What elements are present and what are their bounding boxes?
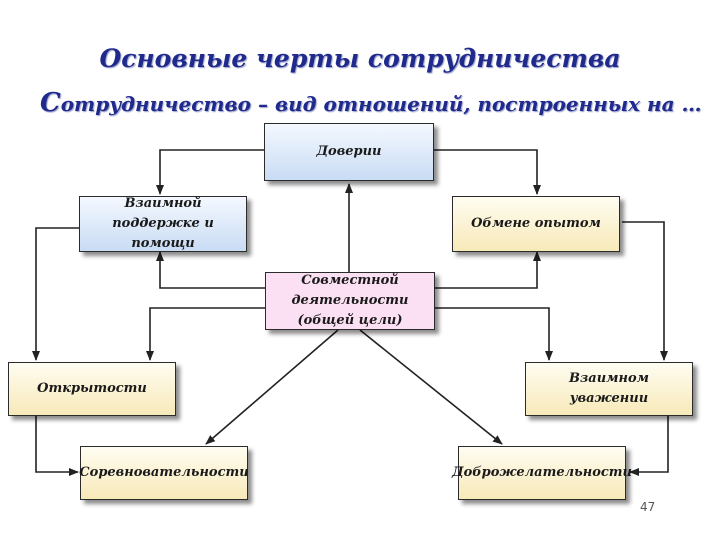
node-trust: Доверии [264, 123, 434, 181]
link-joint-experience [434, 251, 541, 289]
subtitle-text: отрудничество – вид отношений, построенн… [60, 92, 702, 116]
slide-title: Основные черты сотрудничества [99, 44, 621, 73]
link-joint-goodwill [359, 329, 503, 445]
link-trust-experience [434, 149, 541, 195]
node-competition: Соревновательности [79, 446, 249, 500]
subtitle-initial: С [40, 88, 61, 118]
page-number: 47 [640, 500, 656, 514]
link-trust-support [156, 149, 266, 195]
node-goodwill: Доброжелательности [452, 446, 632, 500]
link-respect-goodwill [629, 416, 669, 476]
link-experience-respect [622, 221, 668, 361]
node-support: Взаимной поддержке и помощи [79, 196, 247, 252]
link-joint-openness [146, 307, 266, 361]
link-joint-respect [434, 307, 553, 361]
link-joint-support [156, 251, 266, 289]
link-openness-competition [35, 416, 79, 476]
node-experience: Обмене опытом [452, 196, 620, 252]
link-support-openness [32, 227, 82, 361]
node-joint-activity: Совместной деятельности (общей цели) [265, 272, 435, 330]
slide-subtitle: Сотрудничество – вид отношений, построен… [40, 88, 720, 118]
node-respect: Взаимном уважении [525, 362, 693, 416]
node-openness: Открытости [8, 362, 176, 416]
link-joint-competition [205, 329, 339, 445]
